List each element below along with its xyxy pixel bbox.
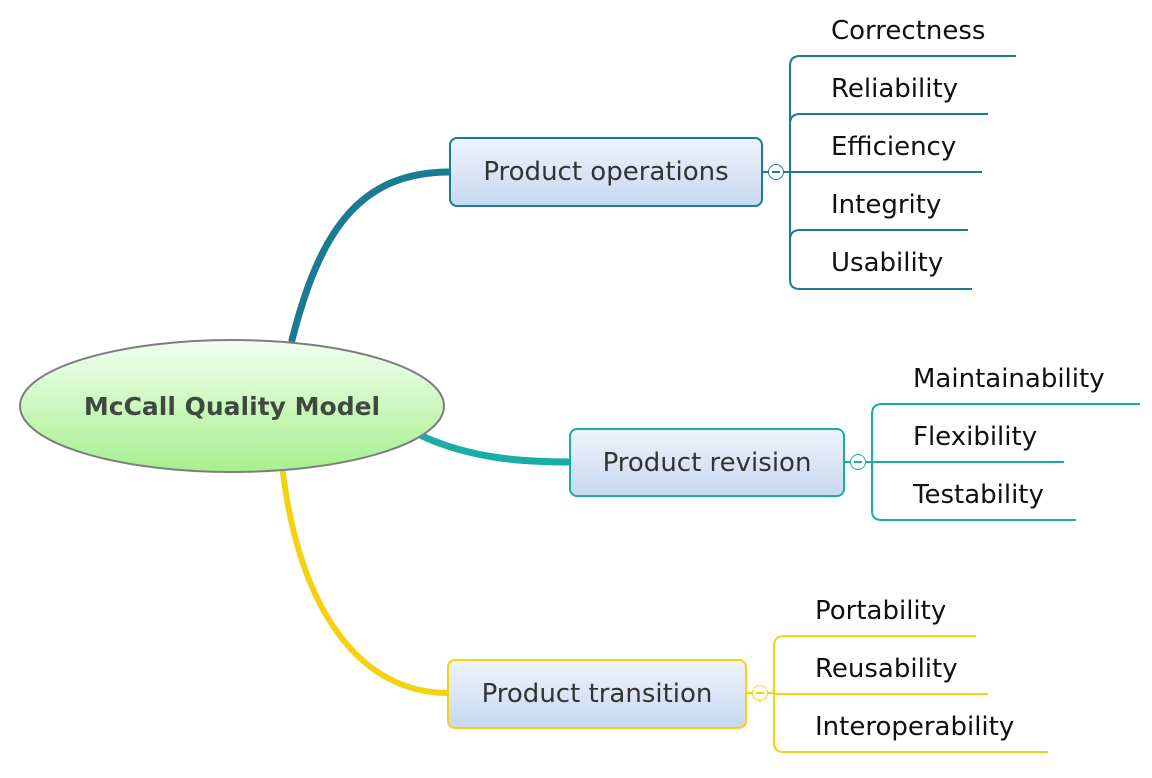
leaf-reusability[interactable]: Reusability — [815, 654, 958, 684]
branch-product-operations[interactable]: Product operations — [449, 137, 763, 207]
branch-product-revision[interactable]: Product revision — [569, 428, 845, 497]
leaf-efficiency[interactable]: Efficiency — [831, 132, 957, 162]
leaf-maintainability[interactable]: Maintainability — [913, 364, 1105, 394]
minus-circle-icon[interactable] — [768, 164, 784, 180]
leaf-portability[interactable]: Portability — [815, 596, 947, 626]
root-node-label[interactable]: McCall Quality Model — [83, 391, 381, 421]
minus-circle-icon[interactable] — [752, 685, 768, 701]
minus-circle-icon[interactable] — [850, 454, 866, 470]
leaf-correctness[interactable]: Correctness — [831, 16, 986, 46]
connector-operations — [288, 168, 454, 344]
leaf-interoperability[interactable]: Interoperability — [815, 712, 1015, 742]
connector-revision — [418, 432, 574, 466]
root-node-shape — [19, 339, 445, 473]
leaf-flexibility[interactable]: Flexibility — [913, 422, 1038, 452]
connector-transition — [280, 470, 451, 696]
leaf-integrity[interactable]: Integrity — [831, 190, 942, 220]
leaf-testability[interactable]: Testability — [913, 480, 1044, 510]
branch-product-transition[interactable]: Product transition — [447, 659, 747, 729]
leaf-usability[interactable]: Usability — [831, 248, 944, 278]
leaf-lines-operations — [762, 55, 1016, 290]
leaf-reliability[interactable]: Reliability — [831, 74, 959, 104]
